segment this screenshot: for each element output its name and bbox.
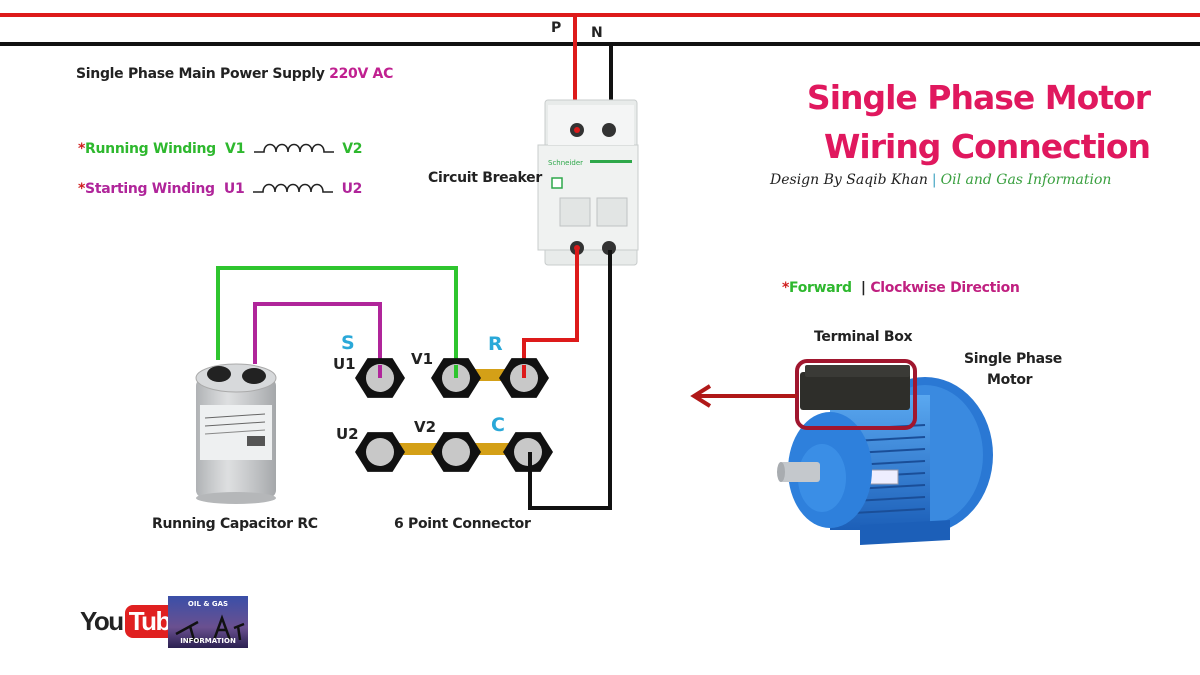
legend-starting-start: U1	[223, 181, 245, 197]
terminal-label-v2: V2	[414, 418, 437, 436]
neutral-to-C-wire	[528, 250, 612, 510]
legend-running-label: Running Winding	[85, 141, 216, 157]
circuit-breaker: Schneider	[537, 99, 639, 266]
neutral-label: N	[591, 25, 603, 41]
terminal-box-label: Terminal Box	[814, 329, 913, 345]
oil-gas-logo-subtitle: INFORMATION	[180, 637, 236, 645]
capacitor-label: Running Capacitor RC	[152, 516, 318, 532]
running-wire	[216, 266, 458, 378]
breaker-label: Circuit Breaker	[428, 170, 542, 186]
direction-rotation: Clockwise Direction	[870, 280, 1020, 296]
direction-text: *Forward | Clockwise Direction	[782, 280, 1020, 296]
phase-label-r: R	[488, 333, 503, 355]
terminal-label-v1: V1	[411, 350, 434, 368]
coil-icon	[253, 143, 334, 153]
terminal-v2	[431, 432, 481, 472]
supply-text: Single Phase Main Power Supply 220V AC	[76, 66, 393, 82]
arrow-head-icon	[690, 384, 712, 408]
single-phase-motor	[777, 365, 993, 545]
legend-running-start: V1	[225, 141, 246, 157]
legend-starting: *Starting Winding U1 U2	[78, 180, 362, 198]
credit-line: Design By Saqib Khan|Oil and Gas Informa…	[770, 172, 1111, 188]
supply-main-text: Single Phase Main Power Supply	[76, 66, 325, 82]
terminal-label-u1: U1	[333, 355, 356, 373]
pumpjack-icon	[175, 614, 245, 642]
motor-label-1: Single Phase	[964, 351, 1062, 367]
terminal-u2	[355, 432, 405, 472]
phase-label: P	[551, 20, 562, 36]
phase-label-c: C	[491, 414, 505, 436]
phase-label-s: S	[341, 332, 355, 354]
breaker-brand: Schneider	[548, 159, 583, 167]
title-line-1: Single Phase Motor	[806, 78, 1151, 117]
legend-asterisk: *	[78, 141, 86, 157]
terminal-label-u2: U2	[336, 425, 359, 443]
oil-gas-logo: OIL & GAS INFORMATION	[168, 596, 248, 648]
direction-forward: Forward	[789, 280, 852, 296]
legend-starting-label: Starting Winding	[85, 181, 215, 197]
supply-voltage: 220V AC	[329, 66, 394, 82]
youtube-you: You	[80, 606, 124, 636]
oil-gas-logo-title: OIL & GAS	[187, 600, 229, 608]
legend-starting-end: U2	[341, 181, 363, 197]
legend-asterisk: *	[78, 181, 86, 197]
coil-icon	[252, 183, 333, 193]
title-line-2: Wiring Connection	[824, 127, 1151, 166]
connector-label: 6 Point Connector	[394, 516, 531, 532]
running-capacitor	[195, 363, 277, 504]
direction-separator: |	[860, 280, 866, 296]
credit-org: Oil and Gas Information	[940, 172, 1112, 188]
starting-wire	[253, 302, 382, 378]
credit-author: Design By Saqib Khan	[770, 172, 928, 188]
direction-asterisk: *	[782, 280, 790, 296]
motor-label-2: Motor	[987, 372, 1033, 388]
legend-running: *Running Winding V1 V2	[78, 140, 362, 158]
legend-running-end: V2	[342, 141, 363, 157]
credit-separator: |	[931, 172, 937, 188]
